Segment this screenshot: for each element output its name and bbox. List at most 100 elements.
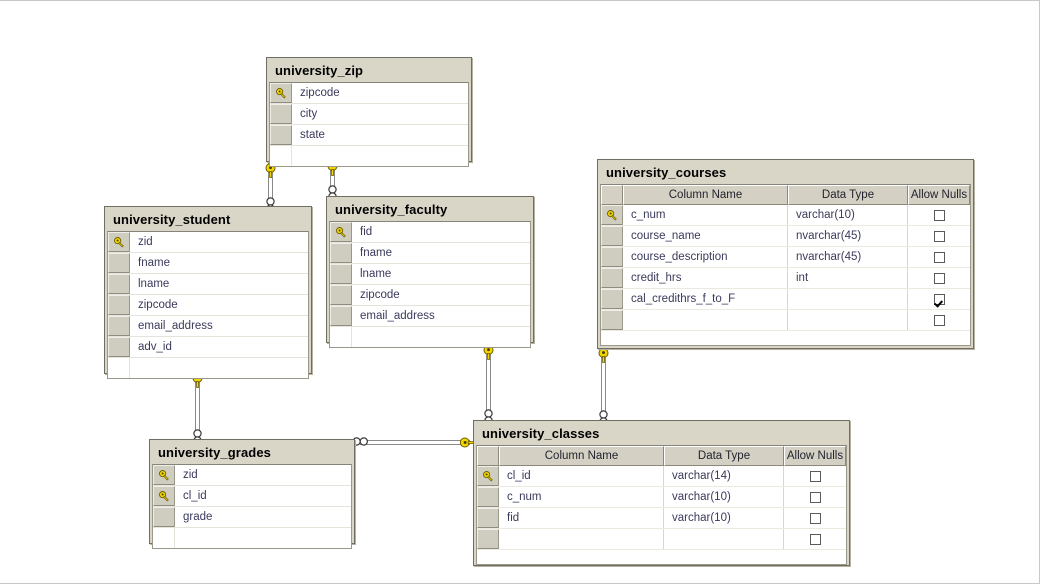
header-data-type[interactable]: Data Type	[664, 446, 784, 466]
gutter-header	[477, 446, 499, 466]
column-row[interactable]: zid	[108, 232, 308, 253]
connector-line	[195, 373, 200, 445]
cell-column-name	[499, 529, 664, 549]
table-university-courses[interactable]: university_courses Column Name Data Type…	[597, 159, 974, 349]
column-row[interactable]: grade	[153, 507, 351, 528]
table-row[interactable]: cal_credithrs_f_to_F	[601, 289, 970, 310]
allow-nulls-checkbox[interactable]	[933, 293, 945, 305]
table-row[interactable]	[601, 310, 970, 331]
allow-nulls-checkbox[interactable]	[933, 230, 945, 242]
cell-column-name: course_description	[623, 247, 788, 267]
table-row[interactable]	[477, 529, 846, 550]
column-row[interactable]: fname	[108, 253, 308, 274]
cell-column-name: credit_hrs	[623, 268, 788, 288]
column-name: zipcode	[360, 289, 400, 301]
allow-nulls-checkbox[interactable]	[933, 209, 945, 221]
header-allow-nulls[interactable]: Allow Nulls	[784, 446, 846, 466]
column-name: zipcode	[300, 87, 340, 99]
cell-allow-nulls[interactable]	[908, 205, 970, 225]
header-allow-nulls[interactable]: Allow Nulls	[908, 185, 970, 205]
pk-gutter	[270, 146, 292, 166]
table-university-grades[interactable]: university_grades zid	[149, 439, 355, 549]
column-row[interactable]: zid	[153, 465, 351, 486]
pk-gutter	[477, 487, 499, 507]
column-row[interactable]: email_address	[330, 306, 530, 327]
cell-allow-nulls[interactable]	[908, 268, 970, 288]
header-column-name[interactable]: Column Name	[623, 185, 788, 205]
column-row[interactable]: lname	[330, 264, 530, 285]
empty-column-row[interactable]	[153, 528, 351, 548]
allow-nulls-checkbox[interactable]	[809, 470, 821, 482]
column-row[interactable]: fname	[330, 243, 530, 264]
primary-key-icon	[335, 226, 347, 238]
pk-gutter	[477, 508, 499, 528]
cell-allow-nulls[interactable]	[784, 466, 846, 486]
column-row[interactable]: zipcode	[108, 295, 308, 316]
column-row[interactable]: fid	[330, 222, 530, 243]
allow-nulls-checkbox[interactable]	[809, 533, 821, 545]
cell-allow-nulls[interactable]	[908, 247, 970, 267]
table-university-student[interactable]: university_student zid fname	[104, 206, 312, 379]
primary-key-icon	[158, 490, 170, 502]
cell-allow-nulls[interactable]	[784, 487, 846, 507]
column-row[interactable]: state	[270, 125, 468, 146]
table-university-classes[interactable]: university_classes Column Name Data Type…	[473, 420, 850, 566]
allow-nulls-checkbox[interactable]	[809, 512, 821, 524]
column-row[interactable]: zipcode	[330, 285, 530, 306]
table-title: university_faculty	[335, 202, 448, 217]
table-university-faculty[interactable]: university_faculty fid fname	[326, 196, 534, 348]
table-university-zip[interactable]: university_zip zipcode city	[266, 57, 472, 167]
column-row[interactable]: city	[270, 104, 468, 125]
allow-nulls-checkbox[interactable]	[933, 314, 945, 326]
column-name: email_address	[138, 320, 213, 332]
header-column-name[interactable]: Column Name	[499, 446, 664, 466]
pk-gutter	[108, 232, 130, 252]
table-row[interactable]: c_num varchar(10)	[601, 205, 970, 226]
table-row[interactable]: cl_id varchar(14)	[477, 466, 846, 487]
column-row[interactable]: adv_id	[108, 337, 308, 358]
allow-nulls-checkbox[interactable]	[933, 251, 945, 263]
allow-nulls-checkbox[interactable]	[933, 272, 945, 284]
cell-allow-nulls[interactable]	[784, 508, 846, 528]
cell-column-name: c_num	[623, 205, 788, 225]
column-name: zipcode	[138, 299, 178, 311]
pk-gutter	[108, 274, 130, 294]
cell-data-type	[664, 529, 784, 549]
column-name: fname	[138, 257, 170, 269]
table-row[interactable]: c_num varchar(10)	[477, 487, 846, 508]
grid-footer	[601, 331, 970, 345]
pk-gutter	[477, 529, 499, 549]
pk-gutter	[330, 285, 352, 305]
connector-line	[268, 161, 273, 213]
column-row[interactable]: zipcode	[270, 83, 468, 104]
column-row[interactable]: cl_id	[153, 486, 351, 507]
cell-allow-nulls[interactable]	[784, 529, 846, 549]
column-name: state	[300, 129, 325, 141]
empty-column-row[interactable]	[330, 327, 530, 347]
pk-gutter	[108, 253, 130, 273]
table-row[interactable]: credit_hrs int	[601, 268, 970, 289]
empty-column-row[interactable]	[270, 146, 468, 166]
column-row[interactable]: email_address	[108, 316, 308, 337]
table-row[interactable]: course_description nvarchar(45)	[601, 247, 970, 268]
pk-gutter	[601, 289, 623, 309]
column-row[interactable]: lname	[108, 274, 308, 295]
empty-column-row[interactable]	[108, 358, 308, 378]
cell-column-name: course_name	[623, 226, 788, 246]
table-row[interactable]: course_name nvarchar(45)	[601, 226, 970, 247]
column-list: zipcode city state	[269, 82, 469, 167]
pk-gutter	[153, 528, 175, 548]
one-key-endpoint	[460, 436, 476, 449]
column-name: grade	[183, 511, 213, 523]
allow-nulls-checkbox[interactable]	[809, 491, 821, 503]
one-key-endpoint	[597, 348, 610, 363]
grid-header-row: Column Name Data Type Allow Nulls	[601, 185, 970, 205]
pk-gutter	[108, 337, 130, 357]
cell-allow-nulls[interactable]	[908, 310, 970, 330]
table-row[interactable]: fid varchar(10)	[477, 508, 846, 529]
cell-data-type: int	[788, 268, 908, 288]
header-data-type[interactable]: Data Type	[788, 185, 908, 205]
cell-allow-nulls[interactable]	[908, 289, 970, 309]
cell-allow-nulls[interactable]	[908, 226, 970, 246]
